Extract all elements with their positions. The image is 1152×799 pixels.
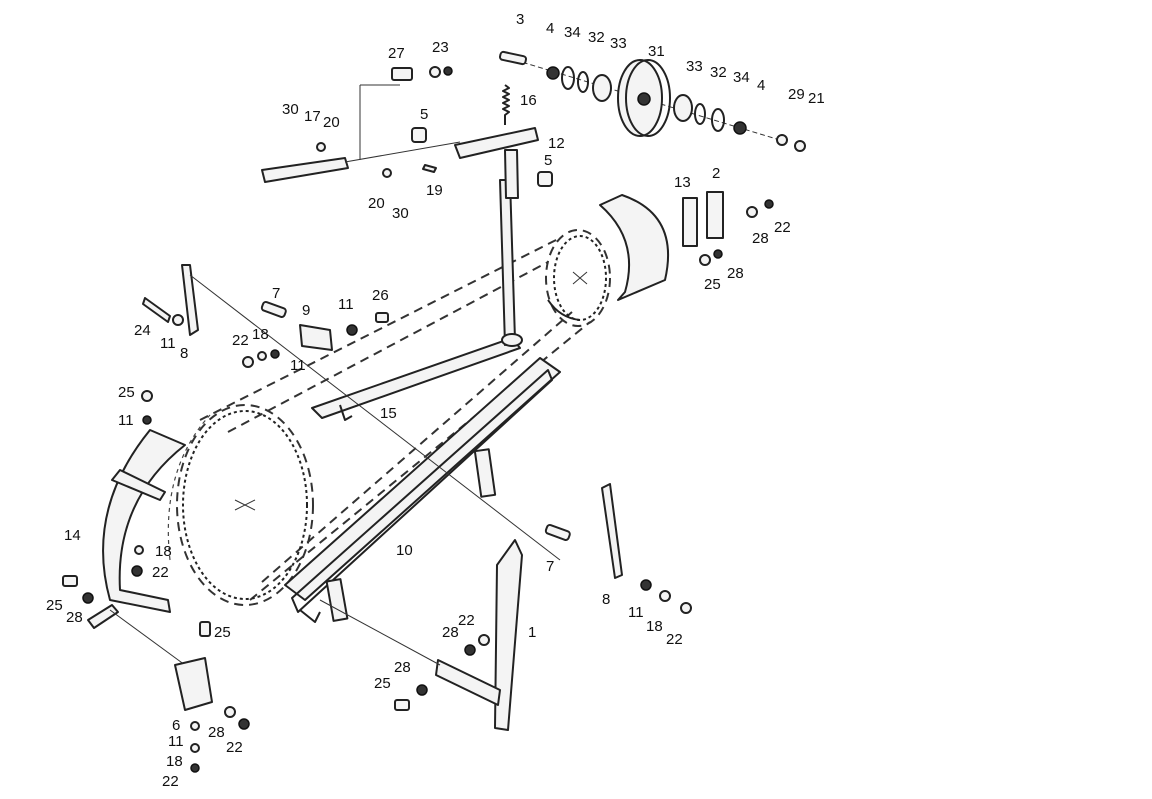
callout-33: 33 bbox=[686, 58, 703, 75]
callout-17: 17 bbox=[304, 108, 321, 125]
callout-18: 18 bbox=[646, 618, 663, 635]
callout-24: 24 bbox=[134, 322, 151, 339]
callout-22: 22 bbox=[226, 739, 243, 756]
callout-22: 22 bbox=[162, 773, 179, 790]
callout-11: 11 bbox=[168, 733, 184, 750]
upright-1 bbox=[319, 539, 523, 731]
bracket-8-right bbox=[544, 483, 692, 614]
callout-15: 15 bbox=[380, 405, 397, 422]
callout-5: 5 bbox=[420, 106, 428, 123]
callout-11: 11 bbox=[290, 357, 306, 374]
bracket-6 bbox=[109, 609, 250, 773]
belt-guard-13 bbox=[599, 191, 774, 301]
callout-8: 8 bbox=[180, 345, 188, 362]
callout-29: 29 bbox=[788, 86, 805, 103]
callout-18: 18 bbox=[155, 543, 172, 560]
callout-8: 8 bbox=[602, 591, 610, 608]
callout-13: 13 bbox=[674, 174, 691, 191]
callout-34: 34 bbox=[733, 69, 750, 86]
callout-12: 12 bbox=[548, 135, 565, 152]
callout-25: 25 bbox=[374, 675, 391, 692]
lower-pulley bbox=[182, 410, 308, 600]
callout-27: 27 bbox=[388, 45, 405, 62]
callout-25: 25 bbox=[118, 384, 135, 401]
callout-28: 28 bbox=[752, 230, 769, 247]
callout-6: 6 bbox=[172, 717, 180, 734]
callout-30: 30 bbox=[282, 101, 299, 118]
callout-14: 14 bbox=[64, 527, 81, 544]
callout-11: 11 bbox=[628, 604, 644, 621]
drive-belt bbox=[167, 229, 611, 606]
idler-assembly bbox=[499, 50, 806, 152]
frame-rail-10 bbox=[284, 357, 561, 623]
upper-pulley bbox=[547, 235, 607, 321]
callout-25: 25 bbox=[46, 597, 63, 614]
callout-30: 30 bbox=[392, 205, 409, 222]
callout-16: 16 bbox=[520, 92, 537, 109]
callout-25: 25 bbox=[214, 624, 231, 641]
callout-20: 20 bbox=[323, 114, 340, 131]
callout-18: 18 bbox=[166, 753, 183, 770]
callout-5: 5 bbox=[544, 152, 552, 169]
callout-11: 11 bbox=[338, 296, 354, 313]
callout-28: 28 bbox=[208, 724, 225, 741]
spring-16 bbox=[502, 84, 510, 125]
callout-4: 4 bbox=[757, 77, 765, 94]
callout-22: 22 bbox=[152, 564, 169, 581]
callout-25: 25 bbox=[704, 276, 721, 293]
callout-9: 9 bbox=[302, 302, 310, 319]
tension-arm-12 bbox=[454, 127, 539, 347]
callout-31: 31 bbox=[648, 43, 665, 60]
callout-2: 2 bbox=[712, 165, 720, 182]
callout-1: 1 bbox=[528, 624, 536, 641]
callout-34: 34 bbox=[564, 24, 581, 41]
callout-28: 28 bbox=[66, 609, 83, 626]
callout-10: 10 bbox=[396, 542, 413, 559]
callout-11: 11 bbox=[160, 335, 176, 352]
belt-guard-14 bbox=[62, 390, 186, 629]
callout-26: 26 bbox=[372, 287, 389, 304]
callout-22: 22 bbox=[232, 332, 249, 349]
bracket-8-left bbox=[142, 264, 561, 561]
callout-23: 23 bbox=[432, 39, 449, 56]
callout-28: 28 bbox=[394, 659, 411, 676]
belt-guide-15 bbox=[311, 337, 521, 421]
callout-20: 20 bbox=[368, 195, 385, 212]
callout-21: 21 bbox=[808, 90, 825, 107]
callout-22: 22 bbox=[458, 612, 475, 629]
callout-28: 28 bbox=[442, 624, 459, 641]
callout-28: 28 bbox=[727, 265, 744, 282]
callout-22: 22 bbox=[666, 631, 683, 648]
callout-19: 19 bbox=[426, 182, 443, 199]
handle-rod bbox=[261, 66, 553, 187]
callout-7: 7 bbox=[546, 558, 554, 575]
callout-11: 11 bbox=[118, 412, 134, 429]
callout-33: 33 bbox=[610, 35, 627, 52]
callout-18: 18 bbox=[252, 326, 269, 343]
callout-7: 7 bbox=[272, 285, 280, 302]
callout-3: 3 bbox=[516, 11, 524, 28]
callout-4: 4 bbox=[546, 20, 554, 37]
callout-22: 22 bbox=[774, 219, 791, 236]
callout-32: 32 bbox=[710, 64, 727, 81]
callout-32: 32 bbox=[588, 29, 605, 46]
